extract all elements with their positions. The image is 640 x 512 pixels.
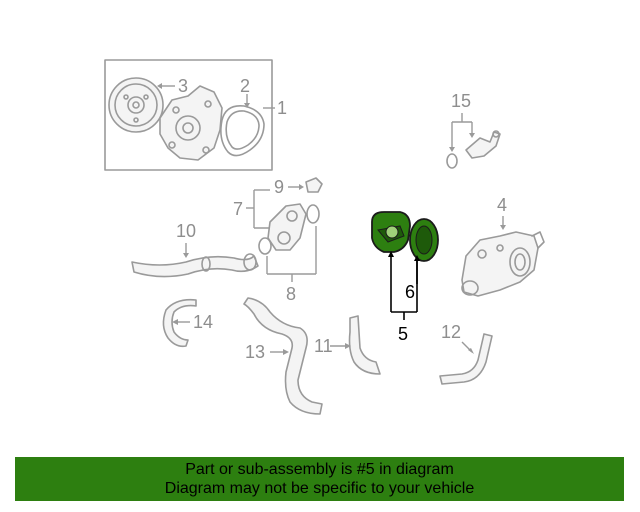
bleeder-bolt [305, 177, 323, 193]
thermostat [371, 211, 411, 253]
callout-10: 10 [176, 221, 196, 241]
callout-8: 8 [286, 284, 296, 304]
thermostat-housing-large: 4 [461, 195, 545, 297]
callout-3: 3 [178, 76, 188, 96]
thermostat-housing-small [267, 203, 307, 251]
thermostat-group: 6 5 [371, 211, 439, 344]
callout-1: 1 [277, 98, 287, 118]
callout-4: 4 [497, 195, 507, 215]
hose-14 [162, 298, 197, 348]
hose-12-group: 12 [439, 322, 493, 385]
callout-15: 15 [451, 91, 471, 111]
hose-11-group: 11 [314, 315, 381, 375]
callout-6: 6 [405, 282, 415, 302]
callout-12: 12 [441, 322, 461, 342]
sensor-o-ring [446, 153, 458, 169]
pump-gasket [220, 104, 265, 157]
callout-5: 5 [398, 324, 408, 344]
hose-14-group: 14 [162, 298, 213, 348]
callout-2: 2 [240, 76, 250, 96]
housing-o-ring-upper [306, 204, 320, 224]
callout-13: 13 [245, 342, 265, 362]
hose-10 [131, 255, 259, 278]
assembly-box [104, 59, 273, 171]
pump-body [159, 85, 223, 161]
hose-13-group: 13 [243, 297, 323, 415]
water-pump-assembly: 3 2 1 [104, 59, 287, 171]
callout-11: 11 [314, 336, 333, 356]
temperature-sensor-group: 15 [446, 91, 501, 169]
hose-13 [243, 297, 323, 415]
info-banner: Part or sub-assembly is #5 in diagram Di… [15, 457, 624, 501]
callout-9: 9 [274, 177, 284, 197]
exploded-parts-diagram: 3 2 1 15 9 7 [104, 59, 545, 415]
hose-10-group: 10 [131, 221, 259, 278]
pump-pulley [108, 77, 164, 133]
pump-gasket-inner [225, 110, 260, 150]
banner-line-part-number: Part or sub-assembly is #5 in diagram [185, 461, 454, 478]
callout-14: 14 [193, 312, 213, 332]
thermostat-gasket [409, 218, 439, 262]
callout-7: 7 [233, 199, 243, 219]
banner-line-disclaimer: Diagram may not be specific to your vehi… [164, 480, 475, 497]
housing-o-ring-lower [258, 237, 272, 255]
hose-11 [348, 315, 381, 375]
hose-12 [439, 333, 493, 385]
temperature-sensor [465, 130, 501, 159]
thermostat-housing-group: 9 7 8 [233, 177, 323, 304]
